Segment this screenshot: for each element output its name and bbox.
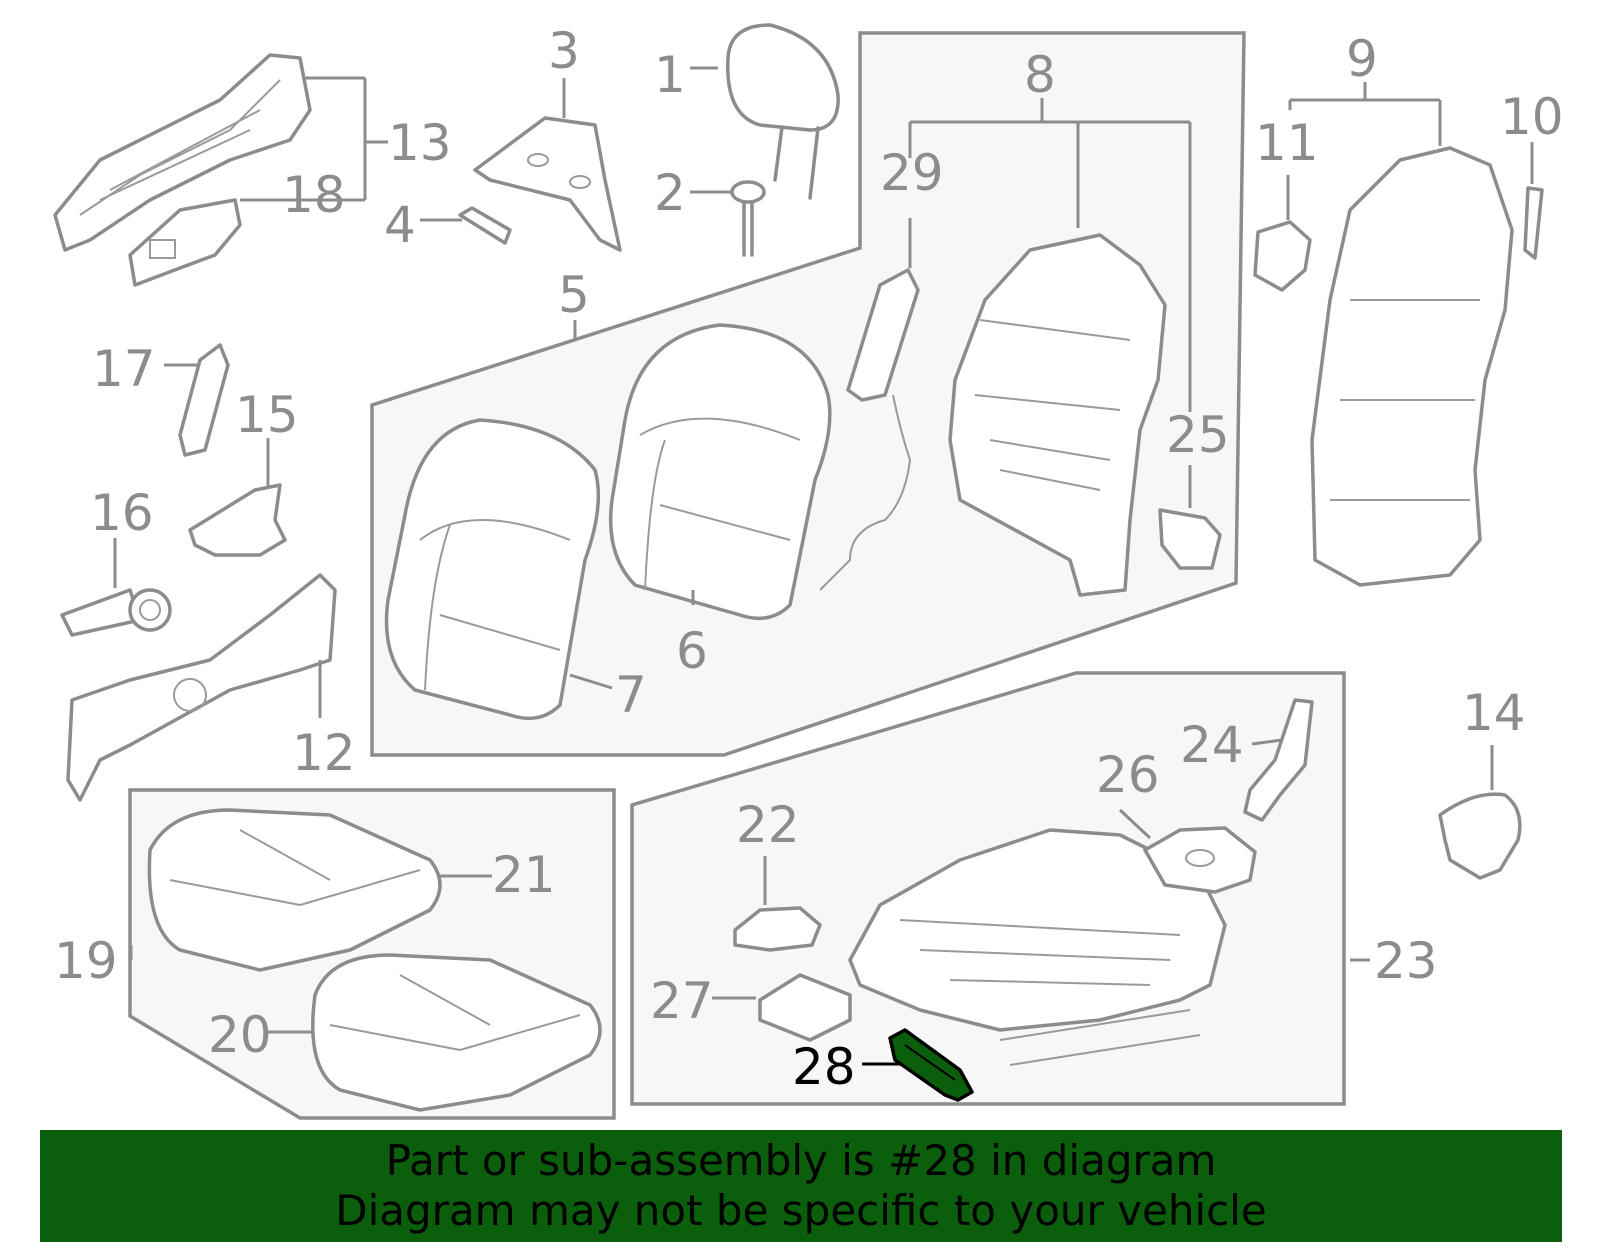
- sensor-11-part: [1253, 220, 1312, 292]
- seat-parts-diagram: 1 2 3 4 5 6 7 8 9 10 11 12 13 14 15 16 1…: [53, 22, 1564, 1120]
- seatback-pad-6-part: [608, 323, 832, 621]
- callout-29: 29: [880, 144, 944, 202]
- callout-3: 3: [548, 22, 580, 80]
- info-banner: Part or sub-assembly is #28 in diagram D…: [40, 1130, 1562, 1242]
- switch-25-part: [1158, 508, 1222, 570]
- side-shield-13-part: [53, 53, 312, 252]
- motor-18-part: [128, 198, 242, 287]
- callout-28: 28: [792, 1038, 856, 1096]
- callout-21: 21: [492, 846, 556, 904]
- cushion-pad-20-part: [311, 953, 602, 1112]
- callout-23: 23: [1374, 932, 1438, 990]
- callout-8: 8: [1024, 46, 1056, 104]
- callout-14: 14: [1462, 684, 1526, 742]
- headrest-1-part: [726, 23, 840, 200]
- back-board-9-part: [1310, 146, 1514, 587]
- lever-16-part: [60, 588, 172, 637]
- callout-27: 27: [650, 972, 714, 1030]
- callout-16: 16: [90, 484, 154, 542]
- callout-17: 17: [92, 340, 156, 398]
- callout-7: 7: [615, 666, 647, 724]
- callout-1: 1: [654, 46, 686, 104]
- lever-24-part: [1243, 698, 1314, 822]
- knob-17-part: [178, 343, 230, 457]
- callout-18: 18: [282, 166, 346, 224]
- seatback-frame-8-part: [948, 233, 1167, 597]
- callout-5: 5: [558, 266, 590, 324]
- callout-12: 12: [292, 724, 356, 782]
- callout-2: 2: [654, 164, 686, 222]
- cover-4-part: [458, 206, 512, 245]
- part-28-highlighted: [888, 1028, 974, 1102]
- module-22-part: [733, 906, 822, 952]
- callout-15: 15: [235, 386, 299, 444]
- seatback-cover-7-part: [384, 418, 601, 721]
- banner-line-1: Part or sub-assembly is #28 in diagram: [385, 1136, 1217, 1185]
- cover-14-part: [1438, 792, 1522, 880]
- callout-19: 19: [54, 932, 118, 990]
- side-airbag-29-part: [819, 268, 920, 591]
- seat-track-23-part: [848, 828, 1227, 1066]
- callout-4: 4: [384, 196, 416, 254]
- callout-24: 24: [1180, 716, 1244, 774]
- guide-2-part: [730, 180, 766, 257]
- trim-10-part: [1523, 186, 1544, 260]
- callout-26: 26: [1096, 746, 1160, 804]
- bracket-15-part: [188, 483, 287, 557]
- motor-26-part: [1143, 826, 1257, 894]
- cushion-cover-21-part: [147, 808, 442, 972]
- callout-6: 6: [676, 622, 708, 680]
- leader-lines: [113, 66, 1534, 1066]
- callout-20: 20: [208, 1006, 272, 1064]
- banner-line-2: Diagram may not be specific to your vehi…: [335, 1186, 1267, 1235]
- callout-11: 11: [1255, 114, 1319, 172]
- callout-10: 10: [1500, 88, 1564, 146]
- side-shield-12-part: [66, 573, 337, 802]
- escutcheon-3-part: [473, 116, 622, 252]
- callout-9: 9: [1346, 30, 1378, 88]
- callout-numbers: 1 2 3 4 5 6 7 8 9 10 11 12 13 14 15 16 1…: [54, 22, 1564, 1096]
- callout-13: 13: [388, 114, 452, 172]
- ecu-27-part: [758, 973, 852, 1042]
- callout-25: 25: [1166, 406, 1230, 464]
- callout-22: 22: [736, 796, 800, 854]
